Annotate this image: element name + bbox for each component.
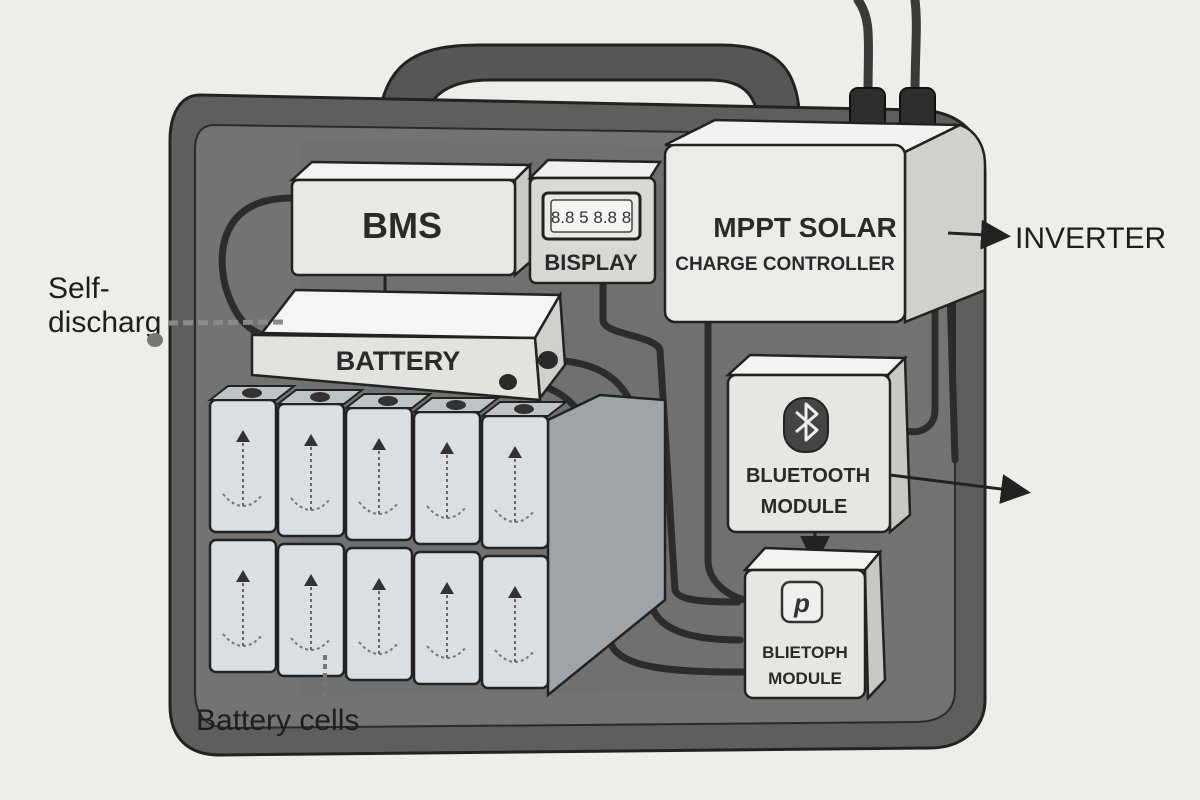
battery-cells-pack <box>207 385 667 698</box>
arrow-up-icon <box>494 446 536 523</box>
battery-cell <box>479 401 569 550</box>
battery-cell <box>207 385 297 534</box>
battery-cell <box>275 389 365 538</box>
battery-cells-annotation: Battery cells <box>196 655 359 737</box>
arrow-up-icon <box>290 574 332 651</box>
display-readout: 8.8 5 8.8 8 <box>551 208 631 227</box>
svg-text:p: p <box>793 588 810 618</box>
battery-cell <box>276 542 346 678</box>
mppt-to-inverter-arrow <box>947 219 1011 250</box>
battery-cells-label: Battery cells <box>196 704 359 737</box>
self-discharge-annotation: Self- discharg <box>48 272 289 347</box>
display-module: 8.8 5 8.8 8 BISPLAY <box>526 158 663 285</box>
bt2-label-line2: MODULE <box>768 669 842 688</box>
inverter-label: INVERTER <box>1015 222 1166 255</box>
battery-cell <box>344 546 414 682</box>
battery-label: BATTERY <box>336 346 461 376</box>
battery-cell <box>412 550 482 686</box>
bluetooth-module-1: BLUETOOTH MODULE <box>724 353 912 535</box>
battery-cell <box>208 538 278 674</box>
battery-cell <box>480 554 550 690</box>
droplet-icon <box>147 333 163 347</box>
arrow-up-icon <box>426 442 468 519</box>
arrow-up-icon <box>222 570 264 647</box>
bt2-label-line1: BLIETOPH <box>762 643 848 662</box>
battery-module: BATTERY <box>250 288 567 402</box>
self-discharge-label-line2: discharg <box>48 306 161 339</box>
p-logo-icon: p <box>780 580 824 624</box>
bms-label: BMS <box>362 205 442 246</box>
arrow-up-icon <box>222 430 264 507</box>
arrow-up-icon <box>426 582 468 659</box>
bluetooth-module-2: p BLIETOPH MODULE <box>742 546 887 702</box>
bt1-external-arrow <box>889 473 1031 504</box>
top-cables <box>853 0 921 100</box>
mppt-label-line1: MPPT SOLAR <box>713 212 897 243</box>
battery-cell <box>343 393 433 542</box>
mppt-label-line2: CHARGE CONTROLLER <box>675 254 895 275</box>
bt1-label-line2: MODULE <box>761 496 848 518</box>
arrow-up-icon <box>290 434 332 511</box>
self-discharge-label-line1: Self- <box>48 272 110 305</box>
mppt-charge-controller: MPPT SOLAR CHARGE CONTROLLER <box>663 118 987 324</box>
bt1-label-line1: BLUETOOTH <box>746 465 870 487</box>
arrow-up-icon <box>358 438 400 515</box>
bluetooth-icon <box>783 397 829 453</box>
bms-module: BMS <box>288 160 533 278</box>
display-label: BISPLAY <box>544 250 638 275</box>
battery-cell <box>411 397 501 546</box>
arrow-up-icon <box>358 578 400 655</box>
arrow-up-icon <box>494 586 536 663</box>
